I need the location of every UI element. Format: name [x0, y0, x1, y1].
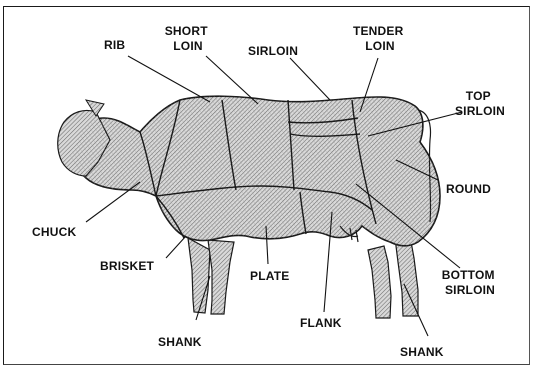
label-tenderloin: TENDER LOIN: [353, 24, 407, 53]
label-flank: FLANK: [300, 316, 342, 330]
front-leg-near: [208, 240, 234, 314]
label-sirloin: SIRLOIN: [248, 44, 298, 58]
cow-silhouette: [58, 96, 440, 318]
label-rib: RIB: [104, 38, 125, 52]
leader-brisket: [166, 236, 186, 258]
front-leg-far: [188, 238, 210, 313]
label-chuck: CHUCK: [32, 225, 76, 239]
label-brisket: BRISKET: [100, 259, 155, 273]
label-short-loin: SHORT LOIN: [165, 24, 212, 53]
label-top-sirloin: TOP SIRLOIN: [455, 89, 505, 118]
label-round: ROUND: [446, 182, 491, 196]
label-shank-rear: SHANK: [400, 345, 444, 359]
label-bottom-sirloin: BOTTOM SIRLOIN: [442, 268, 499, 297]
texture-overlay: [69, 96, 440, 246]
label-plate: PLATE: [250, 269, 289, 283]
label-shank-front: SHANK: [158, 335, 202, 349]
hind-leg-near: [395, 236, 418, 316]
leader-rib: [128, 56, 210, 102]
hind-leg-far: [368, 246, 391, 318]
leader-sirloin: [290, 58, 330, 100]
